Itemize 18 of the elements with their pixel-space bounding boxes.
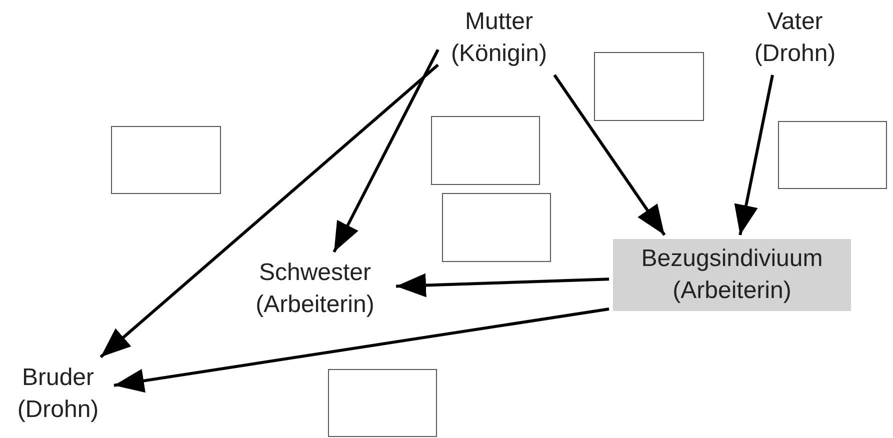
node-label: Schwester (Arbeiterin) bbox=[238, 256, 392, 322]
empty-box bbox=[328, 369, 437, 437]
empty-box bbox=[111, 126, 221, 194]
empty-box bbox=[431, 116, 540, 185]
arrow bbox=[100, 64, 439, 358]
arrow bbox=[332, 48, 440, 253]
node-label: Vater (Drohn) bbox=[744, 5, 846, 71]
node-label: Mutter (Königin) bbox=[442, 5, 556, 71]
arrow bbox=[114, 308, 610, 393]
empty-box bbox=[594, 52, 704, 121]
arrow bbox=[396, 273, 610, 298]
highlight-box bbox=[613, 239, 851, 311]
arrow bbox=[553, 74, 666, 236]
node-label: Bezugsindiviuum (Arbeiterin) bbox=[640, 244, 824, 306]
node-label: Bruder (Drohn) bbox=[6, 361, 110, 427]
empty-box bbox=[442, 193, 551, 262]
arrow bbox=[734, 74, 774, 236]
empty-box bbox=[778, 121, 887, 189]
